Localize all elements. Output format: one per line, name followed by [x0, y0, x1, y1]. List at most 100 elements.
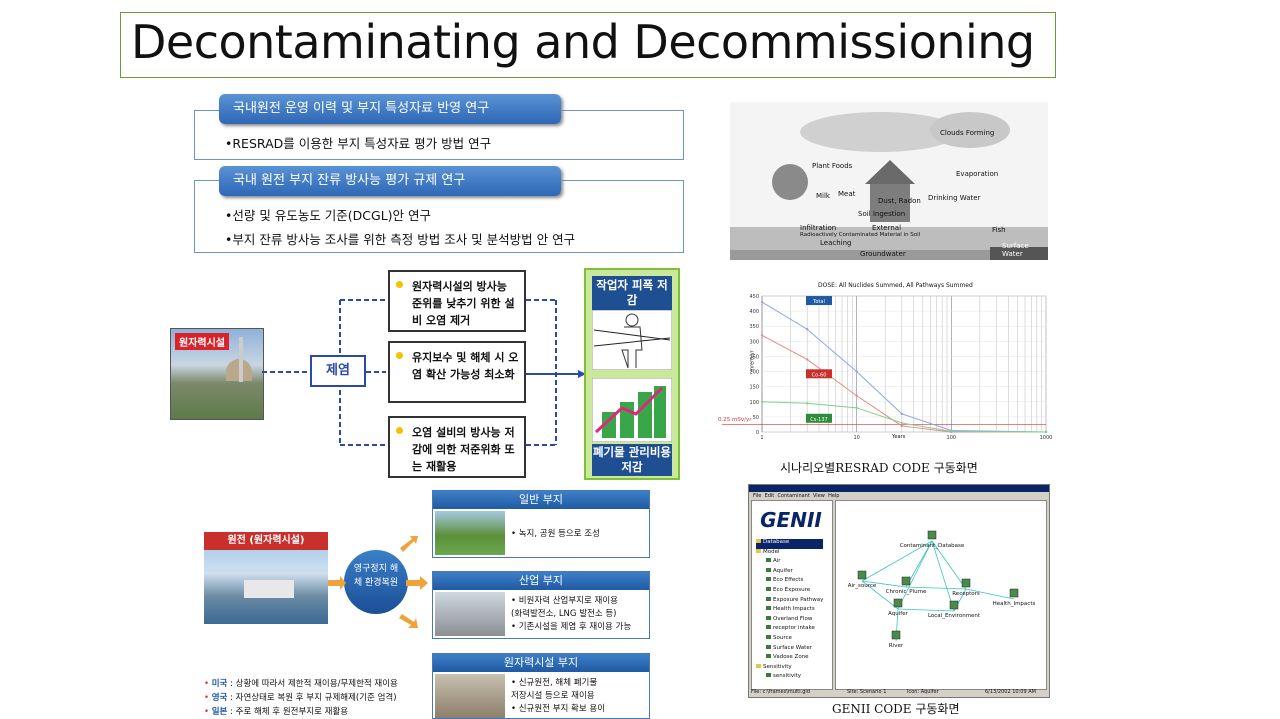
genii-node-icon[interactable]: [927, 530, 937, 540]
genii-node-icon[interactable]: [949, 600, 959, 610]
genii-tree-item[interactable]: Source: [756, 634, 823, 645]
genii-tree-item[interactable]: Health Impacts: [756, 606, 823, 616]
x-tick-label: 10: [853, 435, 859, 441]
y-tick-label: 50: [753, 415, 759, 421]
genii-caption: GENII CODE 구동화면: [832, 702, 960, 716]
reuse-line: • 녹지, 공원 등으로 조성: [511, 529, 600, 539]
genii-link: [861, 580, 899, 610]
pathway-diagram: Clouds Forming Plant Foods Milk Meat Dus…: [730, 102, 1048, 260]
research-tab-2: 국내 원전 부지 잔류 방사능 평가 규제 연구: [219, 166, 561, 196]
genii-node-icon[interactable]: [901, 576, 911, 586]
data-point: [900, 424, 904, 428]
pathway-label: Drinking Water: [928, 194, 981, 202]
genii-node-label: Air_source: [848, 583, 877, 589]
y-tick-label: 450: [749, 294, 759, 300]
genii-link: [897, 608, 955, 612]
folder-icon: [766, 673, 771, 678]
country-text: : 자연상태로 복원 후 부지 규제해제(기준 엄격): [227, 693, 397, 703]
genii-tree-item[interactable]: Database: [756, 539, 824, 549]
genii-menu-item[interactable]: View: [813, 493, 825, 499]
genii-node-icon[interactable]: [893, 598, 903, 608]
series-tag: [806, 296, 832, 306]
genii-tree-item[interactable]: Model: [756, 548, 823, 559]
genii-tree-label: Aquifer: [773, 567, 793, 574]
folder-icon: [756, 539, 761, 543]
construction-photo: [435, 674, 505, 718]
country-line: • 영국 : 자연상태로 복원 후 부지 규제해제(기준 엄격): [204, 693, 397, 703]
genii-menu-item[interactable]: File: [753, 493, 762, 499]
y-tick-label: 300: [749, 339, 759, 345]
genii-tree-item[interactable]: Surface Water: [756, 644, 823, 655]
pathway-label: Dust, Radon: [878, 197, 921, 205]
genii-tree-label: Source: [773, 634, 792, 641]
data-point: [805, 358, 809, 361]
genii-menu-item[interactable]: Help: [828, 493, 840, 499]
pathway-label: Groundwater: [860, 250, 906, 258]
flow-item-3: 오염 설비의 방사능 저감에 의한 저준위화 또는 재활용: [388, 416, 526, 478]
y-tick-label: 100: [749, 400, 759, 406]
status-field: 6/13/2002 10:09 AM: [985, 689, 1036, 695]
genii-link: [905, 586, 967, 590]
waste-cost-label: 폐기물 관리비용 저감: [592, 444, 672, 476]
genii-tree-item[interactable]: sensitivity: [756, 673, 823, 683]
facility-photo: 원자력시설: [170, 328, 264, 420]
pathway-label: Clouds Forming: [940, 129, 995, 137]
series-line: [761, 334, 1046, 433]
genii-link: [931, 540, 967, 590]
genii-menu-item[interactable]: Edit: [764, 493, 775, 499]
pathway-label: Fish: [992, 226, 1006, 234]
bullet-dot: [396, 281, 403, 288]
genii-tree-item[interactable]: Exposure Pathway: [756, 596, 824, 607]
folder-icon: [766, 577, 771, 582]
genii-node-icon[interactable]: [857, 570, 867, 580]
genii-tree-label: Overland Flow: [773, 615, 813, 622]
page-title: Decontaminating and Decommissioning: [131, 15, 1035, 69]
genii-tree-label: sensitivity: [773, 673, 802, 680]
country-line: • 일본 : 주로 해체 후 원전부지로 재활용: [204, 707, 349, 717]
genii-node-label: Local_Environment: [928, 613, 981, 619]
reuse-line: • 신규원전 부지 확보 용이: [511, 704, 606, 714]
genii-tree-item[interactable]: Eco Effects: [756, 577, 823, 587]
research-bullet: •선량 및 유도농도 기준(DCGL)안 연구: [225, 208, 432, 223]
reuse-line: • 기존시설을 제염 후 재이용 가능: [511, 622, 632, 632]
genii-tree-label: Eco Exposure: [773, 586, 811, 593]
country-policies: • 미국 : 상황에 따라서 제한적 재이용/무제한적 재이용 • 영국 : 자…: [204, 677, 398, 719]
series-tag-label: Co-60: [812, 372, 827, 378]
country-text: : 상황에 따라서 제한적 재이용/무제한적 재이용: [227, 679, 398, 689]
genii-tree-item[interactable]: Air: [756, 558, 823, 568]
genii-node-label: Receptors: [952, 591, 980, 597]
genii-window: File Edit Contaminant View Help GENII Da…: [748, 484, 1050, 698]
genii-tree-item[interactable]: Sensitivity: [756, 663, 823, 674]
threshold-label: 0.25 mSv/yr: [718, 417, 752, 423]
flow-item-text: 유지보수 및 해체 시 오염 확산 가능성 최소화: [412, 351, 519, 381]
reuse-line: (화력발전소, LNG 발전소 등): [511, 609, 617, 619]
genii-tree-label: Exposure Pathway: [773, 596, 824, 603]
reuse-arrows: [328, 536, 428, 628]
data-point: [855, 406, 858, 410]
reuse-line: • 신규원전, 해체 폐기물: [511, 678, 598, 688]
folder-icon: [766, 625, 771, 630]
genii-tree-item[interactable]: Overland Flow: [756, 615, 823, 626]
folder-icon: [766, 654, 771, 659]
y-tick-label: 250: [749, 354, 759, 360]
folder-icon: [756, 548, 761, 553]
decon-center-box: 제염: [310, 355, 366, 387]
research-tab-1: 국내원전 운영 이력 및 부지 특성자료 반영 연구: [219, 94, 561, 124]
data-point: [805, 402, 809, 405]
genii-menu-item[interactable]: Contaminant: [777, 493, 810, 499]
genii-link: [965, 588, 1015, 600]
genii-tree-item[interactable]: Vadose Zone: [756, 654, 823, 664]
genii-tree-item[interactable]: receptor intake: [756, 625, 823, 635]
genii-node-icon[interactable]: [961, 578, 971, 588]
genii-tree-item[interactable]: Aquifer: [756, 567, 823, 578]
waste-cost-icon: [592, 378, 672, 442]
genii-node-icon[interactable]: [891, 630, 901, 640]
genii-link: [905, 540, 933, 588]
pathway-illustration: [730, 112, 1048, 260]
genii-node-label: Health_Impacts: [993, 601, 1036, 607]
stack-shape: [239, 337, 243, 382]
folder-icon: [766, 634, 771, 639]
genii-node-icon[interactable]: [1009, 588, 1019, 598]
results-panel: 작업자 피폭 저감 폐기물 관리비용 저감: [584, 268, 680, 480]
genii-tree-item[interactable]: Eco Exposure: [756, 586, 823, 597]
